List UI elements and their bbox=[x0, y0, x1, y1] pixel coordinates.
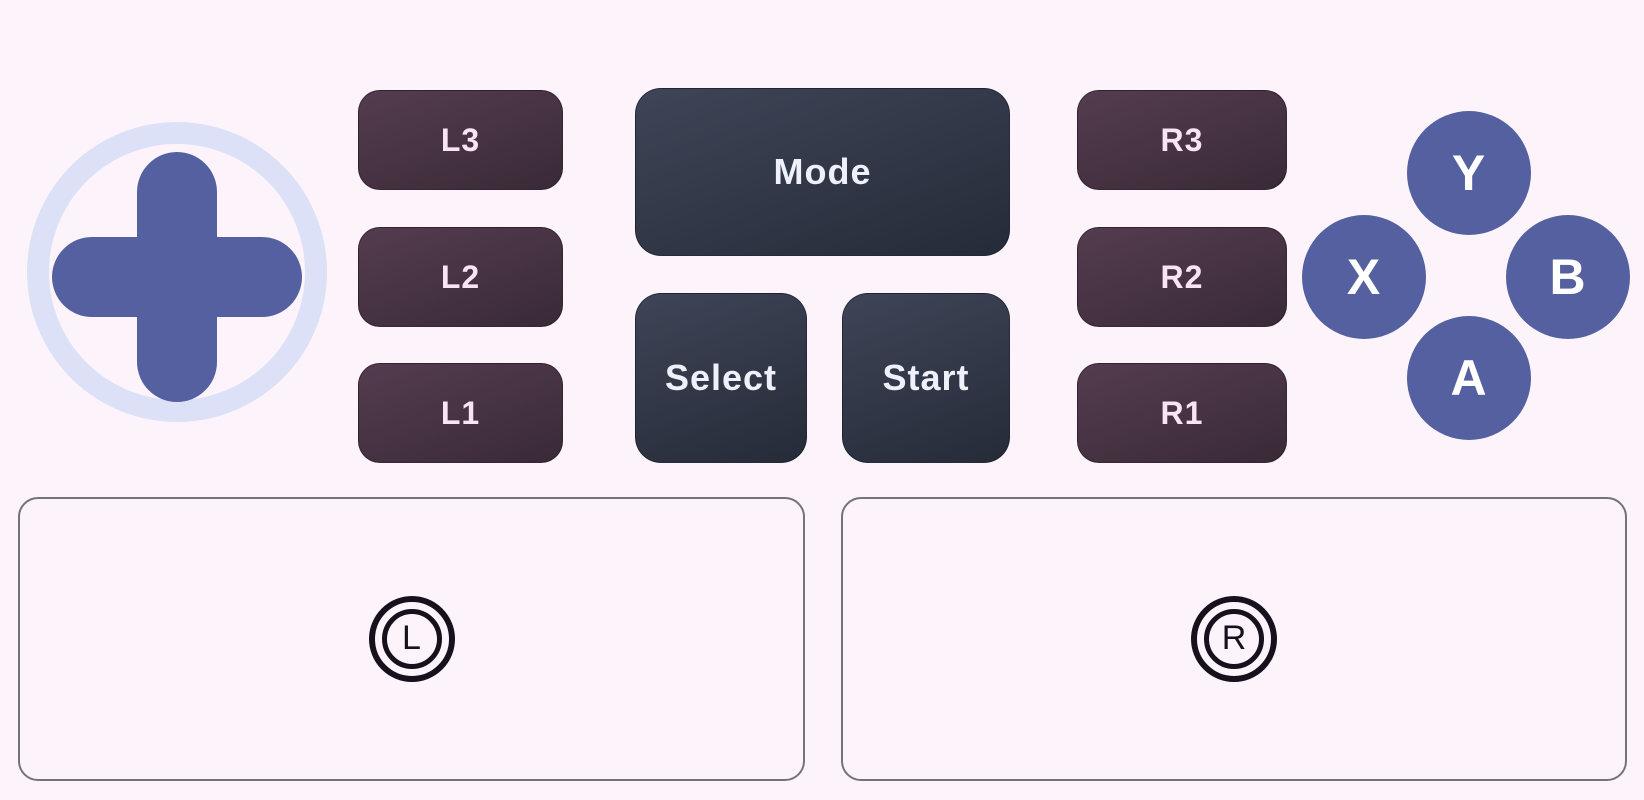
start-button[interactable]: Start bbox=[842, 293, 1010, 463]
l1-button[interactable]: L1 bbox=[358, 363, 563, 463]
r2-button[interactable]: R2 bbox=[1077, 227, 1287, 327]
mode-button[interactable]: Mode bbox=[635, 88, 1010, 256]
left-stick-area[interactable]: L bbox=[18, 497, 805, 781]
right-stick-letter: R bbox=[1204, 609, 1264, 669]
l3-button[interactable]: L3 bbox=[358, 90, 563, 190]
l2-button[interactable]: L2 bbox=[358, 227, 563, 327]
r1-button[interactable]: R1 bbox=[1077, 363, 1287, 463]
b-button[interactable]: B bbox=[1506, 215, 1630, 339]
right-stick-icon: R bbox=[1191, 596, 1277, 682]
x-button[interactable]: X bbox=[1302, 215, 1426, 339]
select-button[interactable]: Select bbox=[635, 293, 807, 463]
right-stick-area[interactable]: R bbox=[841, 497, 1627, 781]
y-button[interactable]: Y bbox=[1407, 111, 1531, 235]
left-stick-icon: L bbox=[368, 596, 455, 682]
dpad-cross-horizontal-icon[interactable] bbox=[52, 237, 302, 317]
r3-button[interactable]: R3 bbox=[1077, 90, 1287, 190]
left-stick-letter: L bbox=[381, 609, 442, 669]
a-button[interactable]: A bbox=[1407, 316, 1531, 440]
